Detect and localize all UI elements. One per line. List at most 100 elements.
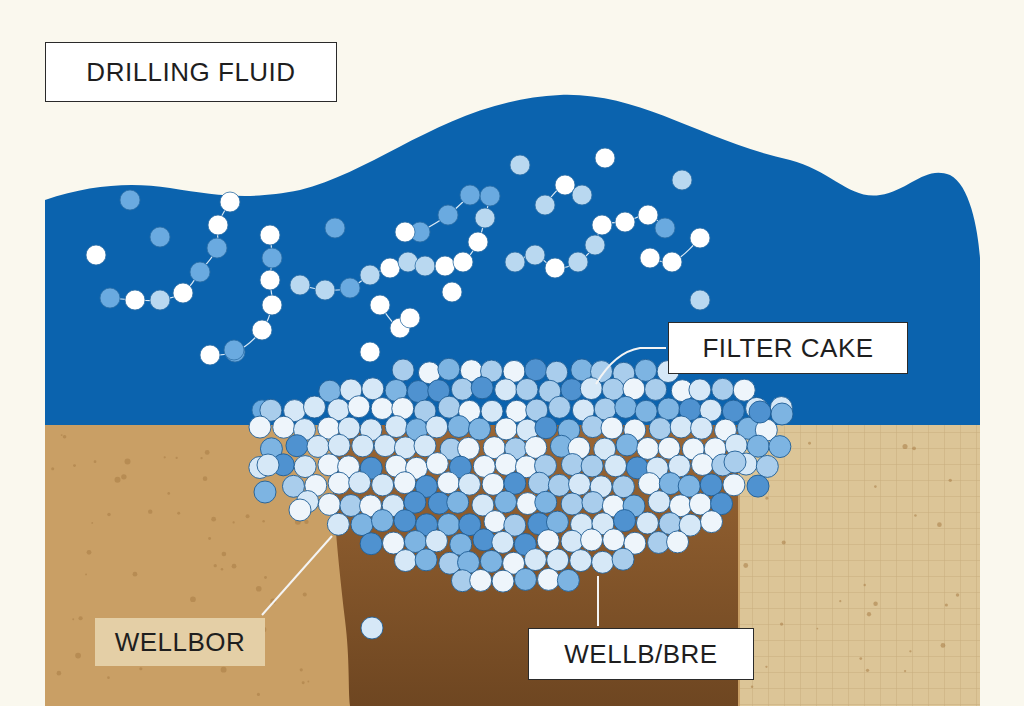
speckle: [176, 457, 178, 459]
speckle: [221, 667, 227, 673]
cake-particle: [348, 396, 370, 418]
cake-particle: [273, 416, 295, 438]
chain-link: [110, 202, 230, 301]
speckle: [873, 601, 877, 605]
cake-particle: [451, 378, 473, 400]
speckle: [222, 552, 227, 557]
cake-particle: [394, 550, 416, 572]
cake-particle: [327, 513, 349, 535]
speckle: [214, 564, 217, 567]
cake-particle: [525, 359, 547, 381]
cake-particle: [645, 378, 667, 400]
speckle: [75, 653, 81, 659]
polymer-bead: [505, 252, 525, 272]
cake-particle: [581, 455, 603, 477]
label-text: WELLBOR: [115, 628, 246, 657]
cake-particle: [648, 491, 670, 513]
cake-particle: [447, 491, 469, 513]
cake-particle: [349, 472, 371, 494]
speckle: [817, 628, 819, 630]
polymer-bead: [442, 282, 462, 302]
polymer-bead: [615, 212, 635, 232]
speckle: [956, 593, 959, 596]
polymer-bead: [370, 295, 390, 315]
polymer-bead: [360, 342, 380, 362]
cake-particle: [535, 491, 557, 513]
speckle: [61, 434, 63, 436]
cake-particle: [426, 416, 448, 438]
cake-particle: [304, 396, 326, 418]
polymer-bead: [690, 290, 710, 310]
speckle: [904, 670, 906, 672]
polymer-bead: [535, 195, 555, 215]
polymer-bead: [585, 235, 605, 255]
cake-particle: [712, 378, 734, 400]
cake-particle: [616, 434, 638, 456]
cake-particle: [415, 549, 437, 571]
cake-particle: [570, 550, 592, 572]
speckle: [303, 593, 307, 597]
polymer-bead: [100, 288, 120, 308]
cake-particle: [254, 481, 276, 503]
speckle: [94, 460, 97, 463]
polymer-bead: [86, 245, 106, 265]
cake-particle: [568, 473, 590, 495]
polymer-bead: [572, 185, 592, 205]
speckle: [51, 467, 54, 470]
speckle: [863, 584, 865, 586]
cake-particle: [723, 474, 745, 496]
speckle: [808, 442, 811, 445]
cake-particle: [425, 530, 447, 552]
cake-particle: [360, 533, 382, 555]
speckle: [902, 444, 907, 449]
polymer-bead: [125, 290, 145, 310]
speckle: [914, 514, 917, 517]
polymer-bead: [315, 280, 335, 300]
speckle: [203, 476, 208, 481]
cake-particle: [614, 510, 636, 532]
cake-particle: [328, 472, 350, 494]
cake-particle: [601, 417, 623, 439]
cake-particle: [294, 456, 316, 478]
leader-lines: [262, 348, 666, 626]
leader-line: [596, 348, 666, 384]
callout-label: WELLBOR: [95, 618, 265, 666]
speckle: [72, 618, 74, 620]
polymer-bead: [438, 205, 458, 225]
polymer-bead: [555, 175, 575, 195]
polymer-bead: [453, 252, 473, 272]
polymer-bead: [290, 275, 310, 295]
speckle: [949, 479, 952, 482]
cake-particle: [561, 493, 583, 515]
cake-particle: [649, 418, 671, 440]
cake-particle: [257, 454, 279, 476]
cake-particle: [561, 454, 583, 476]
speckle: [257, 693, 260, 696]
polymer-bead: [262, 295, 282, 315]
polymer-bead: [435, 256, 455, 276]
cake-particle: [394, 472, 416, 494]
cake-particle: [470, 569, 492, 591]
cake-particle: [612, 476, 634, 498]
cake-particle: [318, 493, 340, 515]
speckle: [107, 676, 110, 679]
speckle: [177, 512, 180, 515]
speckle: [205, 450, 210, 455]
polymer-bead: [690, 228, 710, 248]
label-text: FILTER CAKE: [702, 334, 873, 363]
polymer-bead: [252, 320, 272, 340]
speckle: [780, 622, 783, 625]
cake-particle: [371, 510, 393, 532]
speckle: [167, 492, 170, 495]
cake-particle: [605, 455, 627, 477]
speckle: [264, 576, 267, 579]
polymer-bead: [510, 155, 530, 175]
cake-particle: [426, 453, 448, 475]
polymer-chains: [86, 148, 710, 420]
polymer-bead: [150, 227, 170, 247]
cake-particle: [756, 455, 778, 477]
polymer-bead: [415, 256, 435, 276]
speckle: [125, 459, 131, 465]
cake-particle: [691, 417, 713, 439]
